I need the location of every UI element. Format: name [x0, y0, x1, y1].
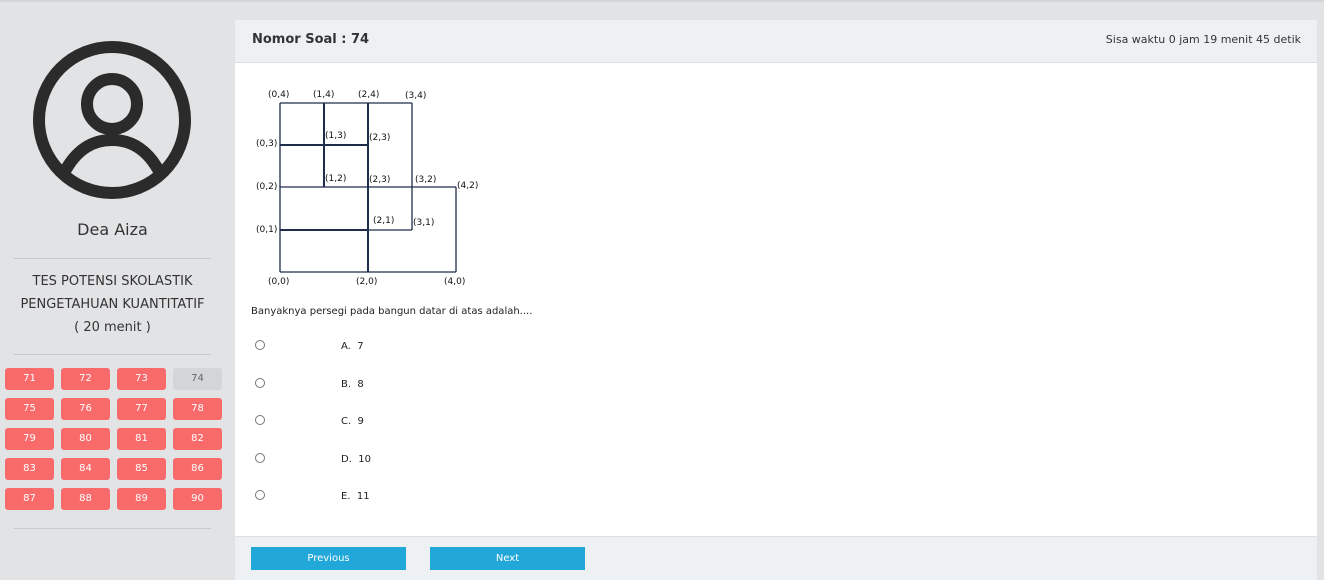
answer-label: E. 11 [341, 491, 370, 502]
diagram-coordinate-label: (0,0) [268, 277, 289, 287]
option-letter: D. [341, 453, 352, 465]
diagram-coordinate-label: (3,4) [405, 91, 426, 101]
question-panel: Nomor Soal : 74 Sisa waktu 0 jam 19 meni… [235, 20, 1317, 580]
answer-label: A. 7 [341, 341, 364, 352]
diagram-coordinate-label: (2,1) [373, 216, 394, 226]
diagram-coordinate-label: (0,4) [268, 90, 289, 100]
diagram-coordinate-label: (2,3) [369, 175, 390, 185]
question-button[interactable]: 76 [61, 398, 110, 420]
question-button[interactable]: 90 [173, 488, 222, 510]
answer-radio[interactable] [255, 377, 265, 388]
option-text: 7 [357, 341, 364, 352]
option-letter: E. [341, 491, 351, 502]
answer-radio[interactable] [255, 340, 265, 350]
question-header: Nomor Soal : 74 Sisa waktu 0 jam 19 meni… [235, 20, 1317, 63]
diagram-coordinate-label: (1,4) [313, 90, 334, 100]
option-text: 10 [358, 453, 371, 465]
question-button[interactable]: 72 [61, 368, 110, 390]
question-button[interactable]: 85 [117, 458, 166, 480]
question-button[interactable]: 82 [173, 428, 222, 450]
question-button[interactable]: 80 [61, 428, 110, 450]
diagram-coordinate-label: (2,4) [358, 90, 379, 100]
test-duration: ( 20 menit ) [74, 320, 151, 335]
test-name: TES POTENSI SKOLASTIK [32, 274, 193, 289]
diagram-coordinate-label: (3,2) [415, 175, 436, 185]
answer-radio[interactable] [255, 490, 265, 500]
question-diagram: (0,4) (1,4) (2,4) (3,4) (0,3) (1,3) (2,3) (0,2)… [256, 90, 478, 287]
question-footer: Previous Next [235, 536, 1317, 580]
question-button[interactable]: 75 [5, 398, 54, 420]
diagram-coordinate-label: (1,3) [325, 131, 346, 141]
diagram-coordinate-label: (1,2) [325, 174, 346, 184]
question-navigator: 71 72 73 74 75 76 77 78 79 80 81 82 83 84 85 86 87 88 89 90 [5, 368, 222, 510]
option-letter: B. [341, 378, 352, 390]
user-name: Dea Aiza [77, 220, 148, 239]
next-button[interactable]: Next [430, 547, 585, 570]
diagram-coordinate-label: (2,0) [356, 277, 377, 287]
question-button[interactable]: 78 [173, 398, 222, 420]
question-button[interactable]: 74 [173, 368, 222, 390]
diagram-coordinate-label: (0,3) [256, 139, 277, 149]
divider [14, 354, 211, 355]
diagram-coordinate-label: (4,0) [444, 277, 465, 287]
option-text: 11 [356, 491, 370, 502]
diagram-coordinate-label: (3,1) [413, 218, 434, 228]
test-info: TES POTENSI SKOLASTIK PENGETAHUAN KUANTI… [0, 270, 225, 339]
question-button[interactable]: 87 [5, 488, 54, 510]
diagram-coordinate-label: (0,2) [256, 182, 277, 192]
question-button[interactable]: 81 [117, 428, 166, 450]
question-button[interactable]: 83 [5, 458, 54, 480]
question-button[interactable]: 84 [61, 458, 110, 480]
remaining-time: Sisa waktu 0 jam 19 menit 45 detik [1105, 33, 1301, 46]
diagram-coordinate-label: (0,1) [256, 225, 277, 235]
answer-radio[interactable] [255, 452, 265, 463]
divider [14, 258, 211, 259]
option-text: 9 [357, 416, 364, 427]
question-text: Banyaknya persegi pada bangun datar di a… [251, 306, 533, 317]
previous-button[interactable]: Previous [251, 547, 406, 570]
question-button[interactable]: 86 [173, 458, 222, 480]
question-button[interactable]: 77 [117, 398, 166, 420]
answer-label: C. 9 [341, 416, 364, 427]
question-button[interactable]: 71 [5, 368, 54, 390]
question-button[interactable]: 79 [5, 428, 54, 450]
diagram-coordinate-label: (2,3) [369, 133, 390, 143]
divider [14, 528, 211, 529]
user-avatar-icon [33, 41, 191, 199]
answer-radio[interactable] [255, 415, 265, 425]
question-button[interactable]: 73 [117, 368, 166, 390]
option-letter: A. [341, 341, 351, 352]
answer-label: B. 8 [341, 379, 364, 390]
option-letter: C. [341, 416, 352, 427]
answer-label: D. 10 [341, 454, 371, 465]
question-button[interactable]: 89 [117, 488, 166, 510]
diagram-coordinate-label: (4,2) [457, 181, 478, 191]
sidebar: Dea Aiza TES POTENSI SKOLASTIK PENGETAHU… [0, 2, 235, 578]
question-button[interactable]: 88 [61, 488, 110, 510]
test-section: PENGETAHUAN KUANTITATIF [20, 297, 205, 312]
option-text: 8 [357, 378, 364, 390]
question-number: Nomor Soal : 74 [252, 32, 370, 47]
